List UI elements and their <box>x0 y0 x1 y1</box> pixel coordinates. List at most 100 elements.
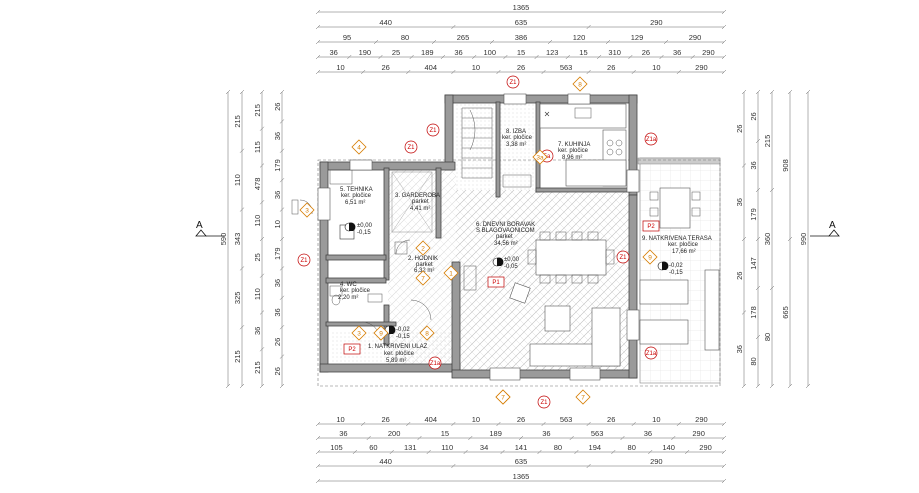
dim-label: 26 <box>735 272 744 280</box>
dim-label: 1365 <box>513 472 530 481</box>
dim-label: 1365 <box>513 3 530 12</box>
svg-text:P2: P2 <box>647 224 655 230</box>
svg-text:S BLAGOVAONICOM: S BLAGOVAONICOM <box>476 228 535 234</box>
orange-tag: 9 <box>642 249 658 265</box>
svg-text:P2: P2 <box>348 347 356 353</box>
dim-label: 95 <box>343 33 351 42</box>
svg-text:2: 2 <box>421 245 425 252</box>
dim-label: 26 <box>749 112 758 120</box>
dim-label: 25 <box>253 253 262 261</box>
svg-text:ker. pločice: ker. pločice <box>341 193 372 199</box>
dim-label: 290 <box>692 429 705 438</box>
dim-label: 147 <box>749 257 758 270</box>
dim-label: 200 <box>388 429 401 438</box>
dim-label: 440 <box>379 457 392 466</box>
dim-label: 36 <box>253 327 262 335</box>
orange-tag: 3 <box>299 202 315 218</box>
terrace-furniture <box>639 187 720 351</box>
dim-label: 36 <box>454 48 462 57</box>
dim-label: 10 <box>336 415 344 424</box>
dim-label: 10 <box>472 415 480 424</box>
dim-right-0: 990 <box>799 89 811 389</box>
dim-label: 386 <box>515 33 528 42</box>
room-label-9: 9. NATKRIVENA TERASA ker. pločice 17,66 … <box>642 236 712 255</box>
dim-left-0: 590 <box>219 89 231 389</box>
svg-text:ker. pločice: ker. pločice <box>384 351 415 357</box>
orange-tag: 8 <box>572 76 588 92</box>
svg-text:8: 8 <box>425 330 429 337</box>
dim-label: 215 <box>763 135 772 148</box>
dim-label: 105 <box>330 443 343 452</box>
svg-text:parket: parket <box>416 262 433 268</box>
svg-text:Z1a: Z1a <box>430 361 441 367</box>
dim-label: 290 <box>650 457 663 466</box>
svg-text:7. KUHINJA: 7. KUHINJA <box>558 142 590 148</box>
orange-tag: 3a <box>532 149 548 165</box>
svg-text:3: 3 <box>305 207 309 214</box>
wardrobe-hatch <box>391 171 433 233</box>
dim-label: 36 <box>273 132 282 140</box>
svg-text:9. NATKRIVENA TERASA: 9. NATKRIVENA TERASA <box>642 236 712 242</box>
dim-label: 190 <box>359 48 372 57</box>
svg-text:34,56 m²: 34,56 m² <box>494 241 518 247</box>
red-tag: Z1 <box>404 140 418 154</box>
dim-label: 215 <box>233 350 242 363</box>
orange-tag: 7 <box>495 389 511 405</box>
dim-label: 189 <box>421 48 434 57</box>
dim-label: 290 <box>650 18 663 27</box>
svg-text:-0,15: -0,15 <box>396 334 410 340</box>
dim-label: 36 <box>673 48 681 57</box>
dim-label: 15 <box>441 429 449 438</box>
svg-text:8,96 m²: 8,96 m² <box>562 155 582 161</box>
dim-label: 215 <box>253 104 262 117</box>
dim-label: 26 <box>381 415 389 424</box>
sofa-set <box>509 282 621 367</box>
svg-text:-0,02: -0,02 <box>669 263 683 269</box>
room-label-5: 5. TEHNIKA ker. pločice 6,51 m² <box>340 187 373 206</box>
dim-label: 10 <box>652 415 660 424</box>
svg-text:-0,15: -0,15 <box>669 270 683 276</box>
svg-text:3. GARDEROBA: 3. GARDEROBA <box>395 193 440 199</box>
room-label-3: 3. GARDEROBA parket 4,41 m² <box>395 193 440 212</box>
dim-label: 179 <box>749 208 758 221</box>
svg-text:7: 7 <box>581 394 585 401</box>
svg-text:ker. pločice: ker. pločice <box>558 148 589 154</box>
svg-text:4,41 m²: 4,41 m² <box>410 206 430 212</box>
dim-label: 110 <box>253 215 262 227</box>
svg-text:-0,02: -0,02 <box>396 327 410 333</box>
section-marker-right: A <box>810 220 840 237</box>
orange-tag: 2 <box>415 240 431 256</box>
room-label-8: 8. IZBA ker. pločice 3,38 m² <box>502 129 533 148</box>
dim-label: 325 <box>233 292 242 305</box>
red-tag: P2 <box>343 343 361 355</box>
svg-text:Z1: Z1 <box>300 258 308 264</box>
dim-bottom-4: 1365 <box>315 472 727 484</box>
svg-text:17,66 m²: 17,66 m² <box>672 249 696 255</box>
dim-label: 194 <box>589 443 602 452</box>
dim-label: 15 <box>517 48 525 57</box>
dim-label: 10 <box>336 63 344 72</box>
dim-label: 26 <box>273 103 282 111</box>
dim-label: 15 <box>579 48 587 57</box>
orange-tag: 7 <box>415 270 431 286</box>
svg-text:Z1: Z1 <box>407 145 415 151</box>
red-tag: Z1 <box>426 123 440 137</box>
svg-text:1: 1 <box>449 270 453 277</box>
dim-top-0: 1365 <box>315 3 727 15</box>
red-tag: Z1a <box>428 356 442 370</box>
svg-text:2,20 m²: 2,20 m² <box>338 295 358 301</box>
dim-label: 60 <box>369 443 377 452</box>
red-tag: Z1 <box>297 253 311 267</box>
svg-text:9: 9 <box>648 254 652 261</box>
room-label-6: 6. DNEVNI BORAVAK S BLAGOVAONICOM parket… <box>476 222 535 247</box>
dim-label: 179 <box>273 159 282 172</box>
dim-label: 290 <box>695 63 708 72</box>
dim-label: 26 <box>273 338 282 346</box>
